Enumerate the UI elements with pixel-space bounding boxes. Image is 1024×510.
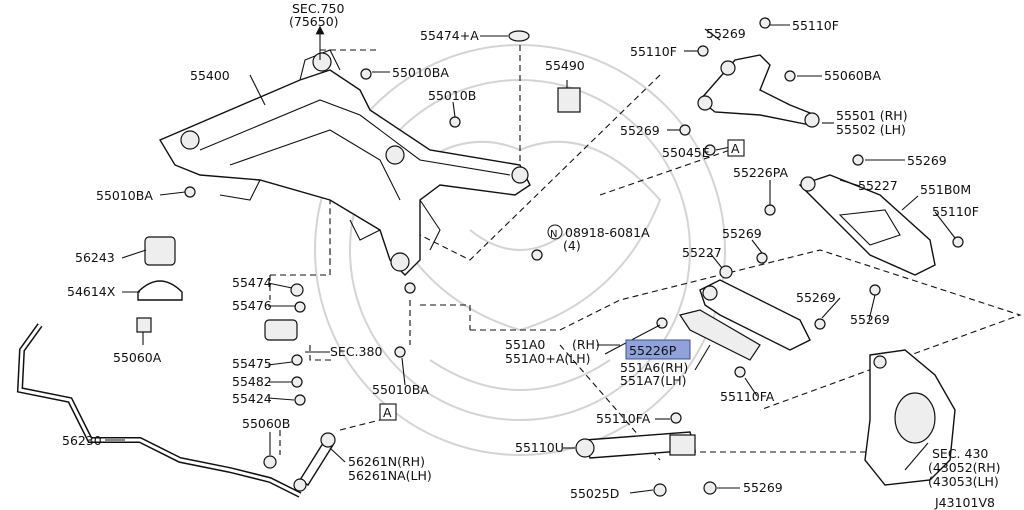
label-55227-top[interactable]: 55227: [858, 178, 898, 193]
label-55482[interactable]: 55482: [232, 374, 272, 389]
connecting-rod: [293, 432, 336, 492]
fasteners: [184, 17, 964, 497]
nut-prefix-n: N: [547, 224, 563, 240]
label-55045e[interactable]: 55045E: [662, 145, 710, 160]
label-55110f-top-left[interactable]: 55110F: [630, 44, 677, 59]
label-sec430[interactable]: SEC. 430: [932, 446, 988, 461]
nut-prefix-n-label: N: [550, 229, 557, 240]
label-sec750-code[interactable]: (75650): [289, 14, 339, 29]
diagram-id: J43101V8: [934, 495, 995, 510]
reference-box-a-bottom[interactable]: A: [379, 403, 397, 421]
label-551a6[interactable]: 551A6(RH): [620, 360, 688, 375]
label-sec380[interactable]: SEC.380: [330, 344, 382, 359]
label-55474[interactable]: 55474: [232, 275, 272, 290]
label-55010ba-top[interactable]: 55010BA: [392, 65, 449, 80]
label-54614x[interactable]: 54614X: [67, 284, 116, 299]
lateral-link: [575, 431, 696, 459]
label-55226p: 55226P: [629, 343, 677, 358]
lower-link: [798, 174, 936, 276]
upper-link: [697, 54, 820, 128]
label-56230[interactable]: 56230: [62, 433, 102, 448]
label-55501[interactable]: 55501 (RH): [836, 108, 908, 123]
label-55010ba-bottom[interactable]: 55010BA: [372, 382, 429, 397]
part-labels: SEC.750 (75650) 55474+A 55110F 55269 551…: [62, 1, 1000, 510]
label-55424[interactable]: 55424: [232, 391, 272, 406]
knuckle: [864, 349, 956, 486]
label-55269-bottom[interactable]: 55269: [743, 480, 783, 495]
label-56243[interactable]: 56243: [75, 250, 115, 265]
label-55060b[interactable]: 55060B: [242, 416, 290, 431]
label-55110f-top-right[interactable]: 55110F: [792, 18, 839, 33]
label-55010b[interactable]: 55010B: [428, 88, 476, 103]
label-55269-b2[interactable]: 55269: [850, 312, 890, 327]
label-55110u[interactable]: 55110U: [515, 440, 564, 455]
label-sec750[interactable]: SEC.750: [292, 1, 344, 16]
reference-a-bottom-label: A: [383, 405, 392, 420]
label-55269-right[interactable]: 55269: [907, 153, 947, 168]
reference-box-a-top[interactable]: A: [727, 139, 745, 157]
dashed-leaders: [269, 45, 1022, 461]
label-55474a[interactable]: 55474+A: [420, 28, 479, 43]
label-56261na[interactable]: 56261NA(LH): [348, 468, 432, 483]
label-551a0[interactable]: 551A0: [505, 337, 545, 352]
label-55269-center[interactable]: 55269: [722, 226, 762, 241]
part-55226p-highlight[interactable]: 55226P: [625, 339, 691, 360]
label-55476[interactable]: 55476: [232, 298, 272, 313]
radius-rod: [679, 279, 811, 361]
label-55025d[interactable]: 55025D: [570, 486, 619, 501]
stabilizer-bushing: [136, 236, 183, 333]
label-55060a[interactable]: 55060A: [113, 350, 162, 365]
leader-lines: [105, 24, 956, 494]
label-56261n[interactable]: 56261N(RH): [348, 454, 425, 469]
label-43053[interactable]: (43053(LH): [928, 474, 999, 489]
label-55269-b1[interactable]: 55269: [796, 290, 836, 305]
label-55269-mid[interactable]: 55269: [620, 123, 660, 138]
label-55010ba-left[interactable]: 55010BA: [96, 188, 153, 203]
label-55502[interactable]: 55502 (LH): [836, 122, 906, 137]
label-55110f-right[interactable]: 55110F: [932, 204, 979, 219]
reference-a-top-label: A: [731, 141, 740, 156]
label-55400[interactable]: 55400: [190, 68, 230, 83]
label-551a7[interactable]: 551A7(LH): [620, 373, 686, 388]
label-08918[interactable]: 08918-6081A: [565, 225, 650, 240]
label-55110fa-right[interactable]: 55110FA: [720, 389, 775, 404]
label-55490[interactable]: 55490: [545, 58, 585, 73]
label-55269-top[interactable]: 55269: [706, 26, 746, 41]
label-55475[interactable]: 55475: [232, 356, 272, 371]
label-08918-qty[interactable]: (4): [563, 238, 581, 253]
label-43052[interactable]: (43052(RH): [928, 460, 1000, 475]
label-55227-mid[interactable]: 55227: [682, 245, 722, 260]
label-55110fa-mid[interactable]: 55110FA: [596, 411, 651, 426]
label-551a0-rh[interactable]: (RH): [572, 337, 600, 352]
label-551a0a[interactable]: 551A0+A(LH): [505, 351, 591, 366]
label-55060ba[interactable]: 55060BA: [824, 68, 881, 83]
label-55226pa[interactable]: 55226PA: [733, 165, 789, 180]
label-551b0m[interactable]: 551B0M: [920, 182, 971, 197]
rear-suspension-member: [158, 49, 531, 276]
